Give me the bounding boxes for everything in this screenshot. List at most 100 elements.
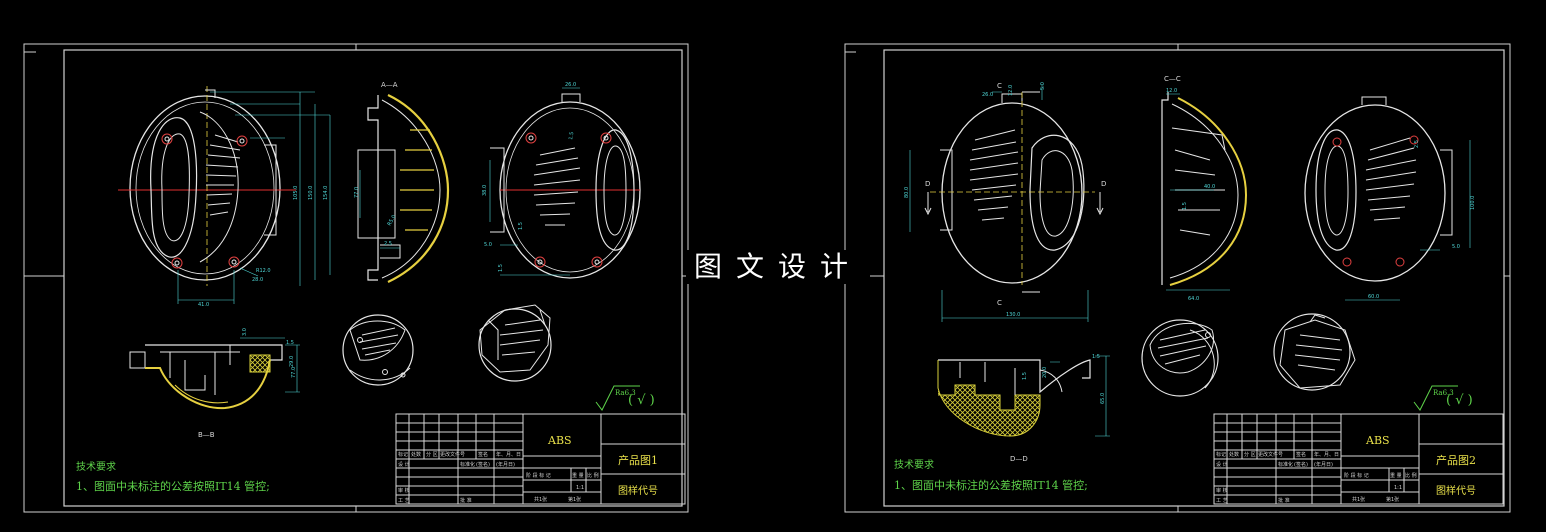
sheet-2-tb-cell: 设 计 (1216, 461, 1228, 468)
sheet-2-tb-cell: 分 区 (1244, 451, 1256, 458)
sheet-2-tb-cell: 审 核 (1216, 487, 1228, 494)
sheet-2-section-dd-label: D—D (1010, 455, 1028, 463)
sheet-2: 130.0 80.0 26.0 5.0 12.0 C C D D C—C 12.… (844, 43, 1511, 513)
sheet-1: 105.0 150.0 154.0 41.0 R12.0 28.0 A—A 77… (23, 43, 689, 513)
svg-text:60.0: 60.0 (1368, 294, 1379, 300)
svg-text:1.5: 1.5 (1022, 372, 1028, 380)
sheet-2-iso-view-2 (1273, 313, 1356, 391)
sheet-2-sheet-number: 第1张 (1386, 496, 1399, 503)
sheet-1-tb-cell: 重 量 (572, 472, 584, 479)
sheet-1-tb-cell: 标准化 (460, 461, 475, 468)
sheet-2-tb-cell: 标记 (1216, 451, 1226, 458)
sheet-1-section-aa-label: A—A (381, 81, 398, 89)
sheet-2-roughness-symbol: Ra6.3 ( √ ) (1413, 385, 1473, 411)
svg-text:29.0: 29.0 (289, 356, 295, 367)
svg-text:150.0: 150.0 (308, 186, 314, 200)
svg-text:41.0: 41.0 (198, 302, 209, 308)
sheet-1-title-block: ABS 产品图1 图样代号 1:1 共1张 第1张 标记 处数 分 区 更改文件… (395, 413, 686, 505)
sheet-2-tb-cell: 标准化 (1278, 461, 1293, 468)
sheet-2-tb-cell: (签名) (1294, 461, 1308, 468)
sheet-2-material: ABS (1365, 434, 1390, 447)
svg-text:105.0: 105.0 (293, 186, 299, 200)
svg-text:38.0: 38.0 (482, 185, 488, 196)
sheet-1-tb-cell: (年月日) (496, 461, 515, 468)
sheet-2-tb-cell: 工 艺 (1216, 498, 1228, 504)
svg-text:5.0: 5.0 (1452, 244, 1460, 250)
svg-text:5.0: 5.0 (1040, 82, 1046, 90)
sheet-2-mark-c-top: C (997, 82, 1002, 90)
svg-text:1.5: 1.5 (1182, 202, 1188, 210)
sheet-2-tb-cell: 年、月、日 (1314, 451, 1339, 458)
sheet-2-tb-cell: 批 准 (1278, 497, 1290, 504)
sheet-2-mark-d-left: D (925, 180, 930, 188)
sheet-2-section-cc: C—C 12.0 40.0 64.0 1.5 (1161, 75, 1248, 302)
sheet-2-tb-cell: 签名 (1296, 451, 1306, 458)
sheet-1-tb-cell: 批 准 (460, 497, 472, 504)
sheet-2-back-view: 100.0 60.0 5.0 2.5 (1304, 96, 1476, 301)
sheet-1-tb-cell: 设 计 (398, 461, 410, 468)
svg-text:26.0: 26.0 (565, 82, 576, 88)
sheet-1-inner-frame (63, 49, 683, 507)
sheet-1-notes-title: 技术要求 (76, 460, 116, 473)
sheet-2-scale: 1:1 (1394, 485, 1402, 491)
sheet-1-outer-frame (23, 43, 689, 513)
sheet-2-roughness-value: Ra6.3 (1433, 389, 1454, 397)
sheet-1-tb-cell: 标记 (398, 451, 408, 458)
svg-text:2.5: 2.5 (384, 241, 392, 247)
sheet-1-section-bb-label: B—B (198, 431, 215, 439)
sheet-2-drawing-name: 产品图2 (1436, 453, 1476, 467)
svg-text:65.0: 65.0 (1100, 393, 1106, 404)
sheet-1-notes-item: 1、图面中未标注的公差按照IT14 管控; (76, 479, 270, 493)
sheet-2-iso-view-1 (1141, 319, 1219, 397)
sheet-1-drawing-name: 产品图1 (618, 453, 658, 467)
sheet-1-tb-cell: 分 区 (426, 451, 438, 458)
svg-text:1.5: 1.5 (568, 131, 575, 140)
sheet-2-notes-title: 技术要求 (894, 458, 934, 471)
svg-text:130.0: 130.0 (1006, 312, 1020, 318)
sheet-1-front-view: 105.0 150.0 154.0 41.0 R12.0 28.0 (118, 86, 331, 308)
sheet-1-back-view: 26.0 38.0 5.0 1.5 1.5 1.5 (482, 82, 641, 279)
sheet-1-section-aa: A—A 77.0 2.5 R5.0 (354, 81, 450, 283)
sheet-2-tb-cell: 更改文件号 (1258, 451, 1283, 458)
sheet-2-tb-cell: 比 例 (1405, 472, 1417, 479)
svg-text:77.0: 77.0 (354, 187, 360, 198)
svg-text:1.5: 1.5 (518, 222, 524, 230)
sheet-2-tb-cell: 阶 段 标 记 (1344, 472, 1369, 479)
sheet-2-tb-cell: 重 量 (1390, 472, 1402, 479)
sheet-1-tb-cell: 签名 (478, 451, 488, 458)
sheet-1-tb-cell: 更改文件号 (440, 451, 465, 458)
sheet-1-tb-cell: 年、月、日 (496, 451, 521, 458)
sheet-1-section-bb: 77.0 29.0 1.5 3.0 B—B (129, 328, 300, 439)
sheet-1-tb-cell: 工 艺 (398, 498, 410, 504)
sheet-1-roughness-symbol: Ra6.3 ( √ ) (595, 385, 655, 411)
watermark-text: 图文设计 (686, 250, 870, 284)
sheet-2-title-block: ABS 产品图2 图样代号 1:1 共1张 第1张 标记 处数 分 区 更改文件… (1213, 413, 1504, 505)
sheet-1-tb-cell: (签名) (476, 461, 490, 468)
sheet-1-tb-cell: 阶 段 标 记 (526, 472, 551, 479)
svg-text:12.0: 12.0 (1166, 88, 1177, 94)
sheet-1-drawing-code: 图样代号 (618, 484, 658, 497)
svg-text:154.0: 154.0 (323, 186, 329, 200)
svg-text:1.5: 1.5 (498, 264, 504, 272)
svg-text:12.0: 12.0 (1008, 85, 1014, 96)
sheet-2-check-mark: ( √ ) (1446, 393, 1473, 408)
sheet-2-mark-d-right: D (1101, 180, 1106, 188)
svg-text:20.0: 20.0 (1042, 367, 1048, 378)
sheet-1-roughness-value: Ra6.3 (615, 389, 636, 397)
sheet-1-tb-cell: 比 例 (587, 472, 599, 479)
svg-text:1.5: 1.5 (1092, 354, 1100, 360)
sheet-1-iso-view-1 (342, 314, 414, 386)
svg-text:40.0: 40.0 (1204, 184, 1215, 190)
sheet-2-sheets-total: 共1张 (1352, 496, 1365, 503)
sheet-2-section-cc-label: C—C (1164, 75, 1181, 83)
svg-text:1.5: 1.5 (286, 340, 294, 346)
svg-text:3.0: 3.0 (242, 328, 248, 336)
sheet-1-center-marks (24, 44, 688, 512)
sheet-2-section-dd: 65.0 1.5 20.0 1.5 D—D (937, 354, 1110, 463)
svg-text:2.5: 2.5 (1414, 140, 1420, 148)
svg-text:80.0: 80.0 (904, 187, 910, 198)
sheet-2-mark-c-bottom: C (997, 299, 1002, 307)
svg-text:77.0: 77.0 (291, 367, 297, 378)
svg-text:R5.0: R5.0 (387, 214, 398, 227)
svg-text:26.0: 26.0 (982, 92, 993, 98)
